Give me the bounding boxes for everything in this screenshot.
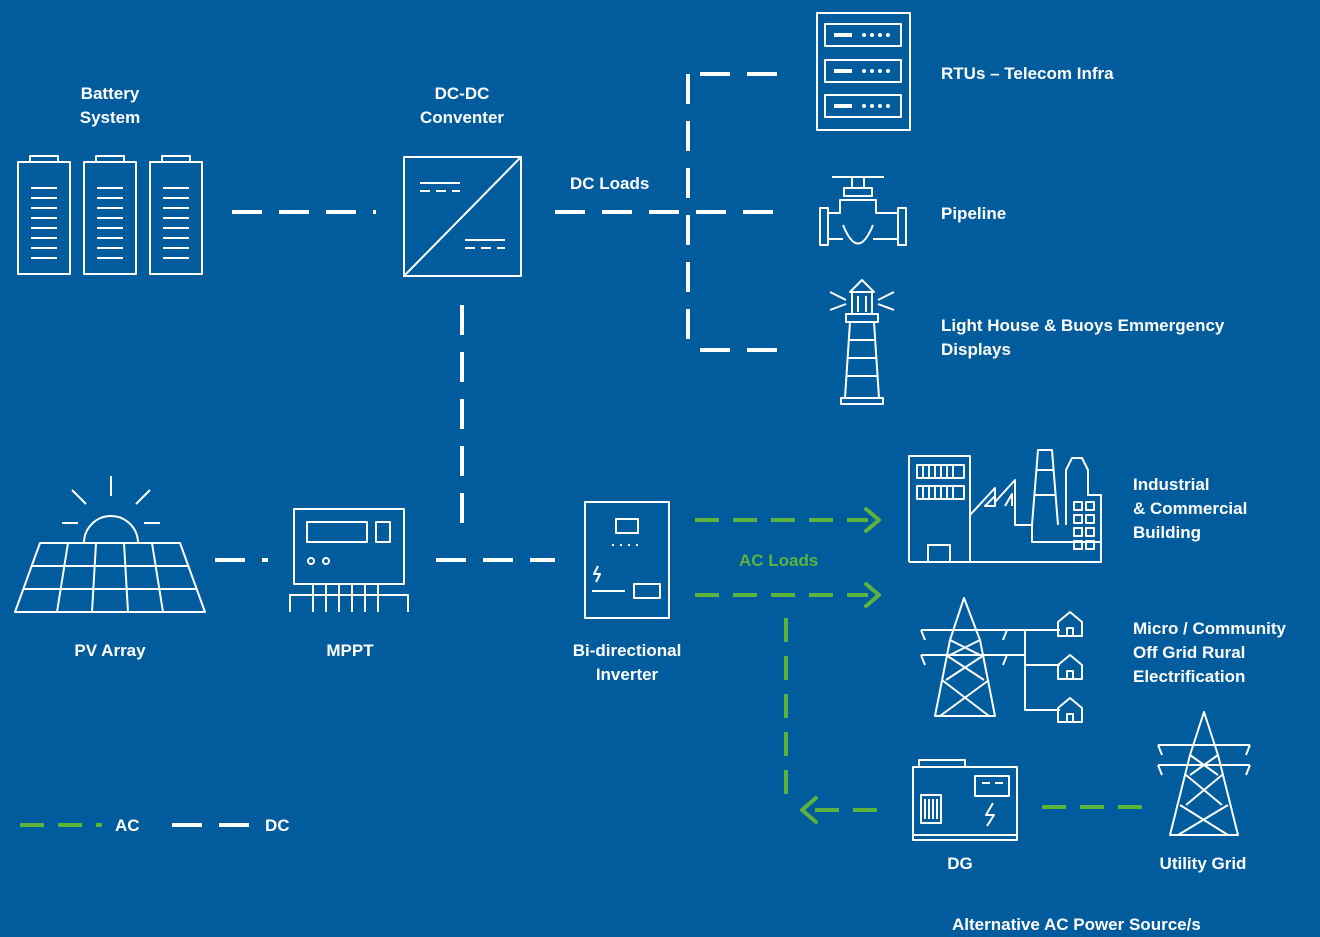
legend-dc-label: DC [265,816,290,835]
ac-lines [20,518,1150,827]
pv-array-label: PV Array [74,641,146,660]
transmission-tower-houses-icon [920,597,1083,723]
legend-ac-label: AC [115,816,140,835]
inverter-icon [584,501,670,619]
dc-lines [172,72,785,827]
ac-arrowheads [800,507,881,824]
battery-system-label: Battery System [79,84,141,127]
mppt-icon [289,508,409,612]
pipeline-valve-icon [819,176,907,246]
utility-grid-label: Utility Grid [1159,854,1247,873]
dc-dc-converter-icon [403,156,522,277]
micro-grid-label: Micro / Community Off Grid Rural Electri… [1133,619,1287,686]
server-rack-icon [816,12,911,131]
arrow-to-micro-icon [864,582,881,608]
dg-label: DG [947,854,973,873]
transmission-tower-icon [1157,711,1251,836]
diesel-generator-icon [912,759,1018,841]
arrow-to-inverter-icon [800,796,818,824]
dc-dc-converter-label: DC-DC Conventer [419,84,505,127]
rtu-label: RTUs – Telecom Infra [941,64,1114,83]
battery-icon [17,155,203,275]
lighthouse-icon [829,279,895,405]
arrow-to-industrial-icon [864,507,881,533]
lighthouse-label: Light House & Buoys Emmergency Displays [941,316,1225,359]
server-rack-leds [834,33,890,108]
ac-loads-label: AC Loads [739,551,819,570]
dc-loads-label: DC Loads [570,174,650,193]
inverter-label: Bi-directional Inverter [572,641,682,684]
mppt-label: MPPT [326,641,374,660]
factory-icon [908,449,1102,563]
alternative-sources-label: Alternative AC Power Source/s [952,915,1201,934]
pipeline-label: Pipeline [941,204,1007,223]
solar-panel-icon [14,476,206,613]
industrial-label: Industrial & Commercial Building [1133,475,1248,542]
